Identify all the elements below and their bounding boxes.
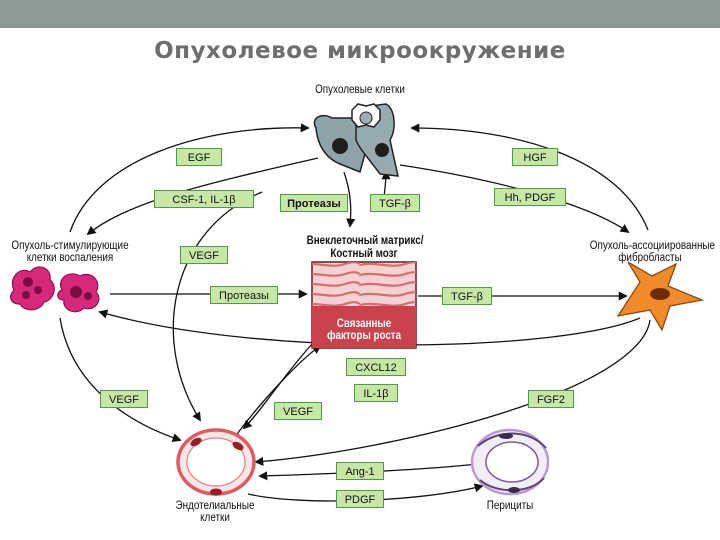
- endothelial-label-line2: клетки: [200, 512, 230, 524]
- factor-ang1: Ang-1: [336, 462, 384, 480]
- pericyte-icon: [470, 428, 550, 496]
- bound-factors-label-line2: факторы роста: [326, 330, 402, 342]
- factor-pdgf: PDGF: [336, 490, 384, 508]
- factor-fgf2: FGF2: [528, 390, 574, 408]
- factor-il1b: IL-1β: [354, 384, 398, 402]
- fibroblast-label-line1: Опухоль-ассоциированные: [589, 240, 716, 252]
- top-color-bar: [0, 0, 720, 28]
- arrow-tumor-to-matrix: [343, 171, 356, 228]
- factor-hgf: HGF: [512, 148, 558, 166]
- arrow-inflammation-to-tumor: [69, 123, 310, 233]
- factor-tgfb-mid: TGF-β: [442, 287, 492, 305]
- page-title: Опухолевое микроокружение: [154, 38, 566, 64]
- factor-hh-pdgf: Hh, PDGF: [494, 188, 566, 206]
- factor-proteases-top: Протеазы: [280, 194, 348, 212]
- factor-tgfb-top: TGF-β: [370, 194, 420, 212]
- inflammation-label-line2: клетки воспаления: [26, 252, 114, 264]
- pericytes-label: Перициты: [486, 500, 534, 512]
- matrix-label-line1: Внеклеточный матрикс/: [306, 233, 424, 247]
- tumor-cells-label: Опухолевые клетки: [315, 84, 405, 96]
- arrow-tumor-vegf-to-endothelial: [172, 191, 263, 422]
- fibroblast-label-line2: фибробласты: [618, 252, 682, 264]
- factor-vegf-left: VEGF: [180, 246, 228, 264]
- factor-cxcl12: CXCL12: [346, 358, 406, 376]
- arrow-inflammation-to-endothelial: [59, 317, 182, 443]
- tumor-cells-icon: [313, 103, 399, 177]
- inflammation-label-line1: Опухоль-стимулирующие: [11, 240, 129, 252]
- arrow-fibroblast-to-endothelial: [254, 319, 651, 466]
- factor-vegf-low-left: VEGF: [100, 390, 148, 408]
- endothelial-cell-icon: [176, 428, 256, 496]
- factor-egf: EGF: [176, 148, 222, 166]
- arrow-endothelial-to-matrix: [233, 344, 322, 439]
- matrix-label-line2: Костный мозг: [330, 246, 398, 260]
- factor-proteases-mid: Протеазы: [210, 286, 278, 304]
- factor-vegf-low-mid: VEGF: [274, 402, 322, 420]
- factor-csf1-il1b: CSF-1, IL-1β: [154, 190, 254, 208]
- fibroblast-icon: [616, 261, 705, 332]
- inflammatory-cells-icon: [10, 266, 100, 313]
- bound-factors-label-line1: Связанные: [336, 318, 392, 330]
- matrix-icon: [311, 261, 417, 349]
- arrow-matrix-to-endothelial: [242, 343, 313, 430]
- endothelial-label-line1: Эндотелиальные: [175, 500, 255, 512]
- arrow-fibroblast-to-tumor: [410, 123, 649, 231]
